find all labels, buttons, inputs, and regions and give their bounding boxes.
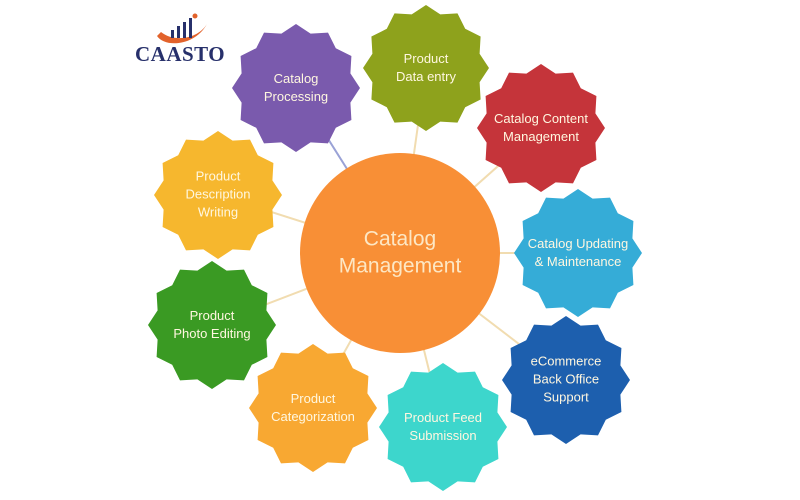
logo-chart-icon [157, 13, 207, 44]
node-product-categorization [249, 344, 377, 472]
nodes [148, 5, 642, 491]
node-product-description-writing [154, 131, 282, 259]
node-catalog-updating-maintenance [514, 189, 642, 317]
logo-text: CAASTO [135, 42, 226, 66]
caasto-logo: CAASTO [135, 12, 225, 70]
node-product-feed-submission [379, 363, 507, 491]
node-product-photo-editing [148, 261, 276, 389]
node-ecommerce-back-office-support [502, 316, 630, 444]
node-catalog-processing [232, 24, 360, 152]
node-product-data-entry [363, 5, 489, 131]
node-catalog-content-management [477, 64, 605, 192]
center-circle [300, 153, 500, 353]
